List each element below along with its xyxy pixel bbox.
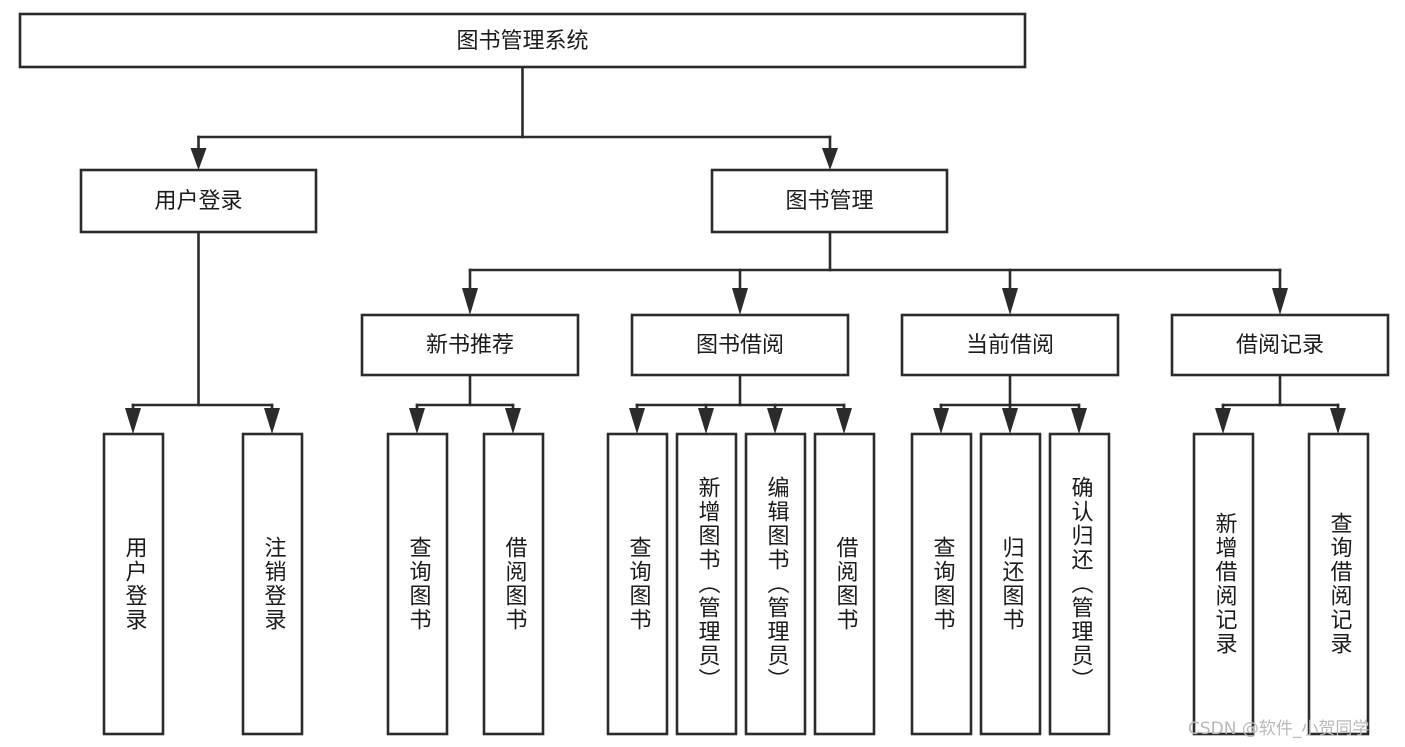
node-current-borrow[interactable]: 当前借阅 [900, 313, 1120, 377]
leaf-box [910, 432, 973, 736]
leaf-box [482, 432, 545, 736]
connector-newbook-to-leaves [409, 373, 521, 434]
leaf-box [1192, 432, 1255, 736]
leaf-box [386, 432, 449, 736]
node-borrow-record-label: 借阅记录 [1236, 333, 1324, 358]
node-book-management-label: 图书管理 [785, 189, 873, 214]
leaf-box [979, 432, 1042, 736]
node-user-login-label: 用户登录 [154, 189, 242, 214]
leaf-box [1048, 432, 1111, 736]
node-book-borrow[interactable]: 图书借阅 [630, 313, 850, 377]
connector-bookborrow-to-leaves [629, 373, 852, 434]
watermark: CSDN @软件_小贺同学 [1188, 719, 1370, 739]
node-book-borrow-label: 图书借阅 [696, 333, 784, 358]
leaf-box [813, 432, 876, 736]
leaf-box [241, 432, 304, 736]
node-new-book-recommend-label: 新书推荐 [426, 333, 514, 358]
leaf-box [1307, 432, 1370, 736]
connector-userlogin-to-leaves [125, 230, 280, 434]
leaf-box [744, 432, 807, 736]
node-borrow-record[interactable]: 借阅记录 [1170, 313, 1390, 377]
connector-currentborrow-to-leaves [933, 373, 1087, 434]
connector-bookmgmt-to-level3 [462, 230, 1288, 315]
leaf-box [102, 432, 165, 736]
node-root[interactable]: 图书管理系统 [18, 12, 1027, 69]
leaf-box [675, 432, 738, 736]
node-book-management[interactable]: 图书管理 [710, 168, 949, 234]
connector-borrowrecord-to-leaves [1215, 373, 1346, 434]
leaf-box [606, 432, 669, 736]
leaf-boxes [102, 432, 1370, 736]
node-current-borrow-label: 当前借阅 [966, 333, 1054, 358]
node-new-book-recommend[interactable]: 新书推荐 [360, 313, 580, 377]
node-user-login[interactable]: 用户登录 [79, 168, 318, 234]
connector-root-to-level2 [190, 65, 838, 170]
node-root-label: 图书管理系统 [456, 29, 588, 54]
